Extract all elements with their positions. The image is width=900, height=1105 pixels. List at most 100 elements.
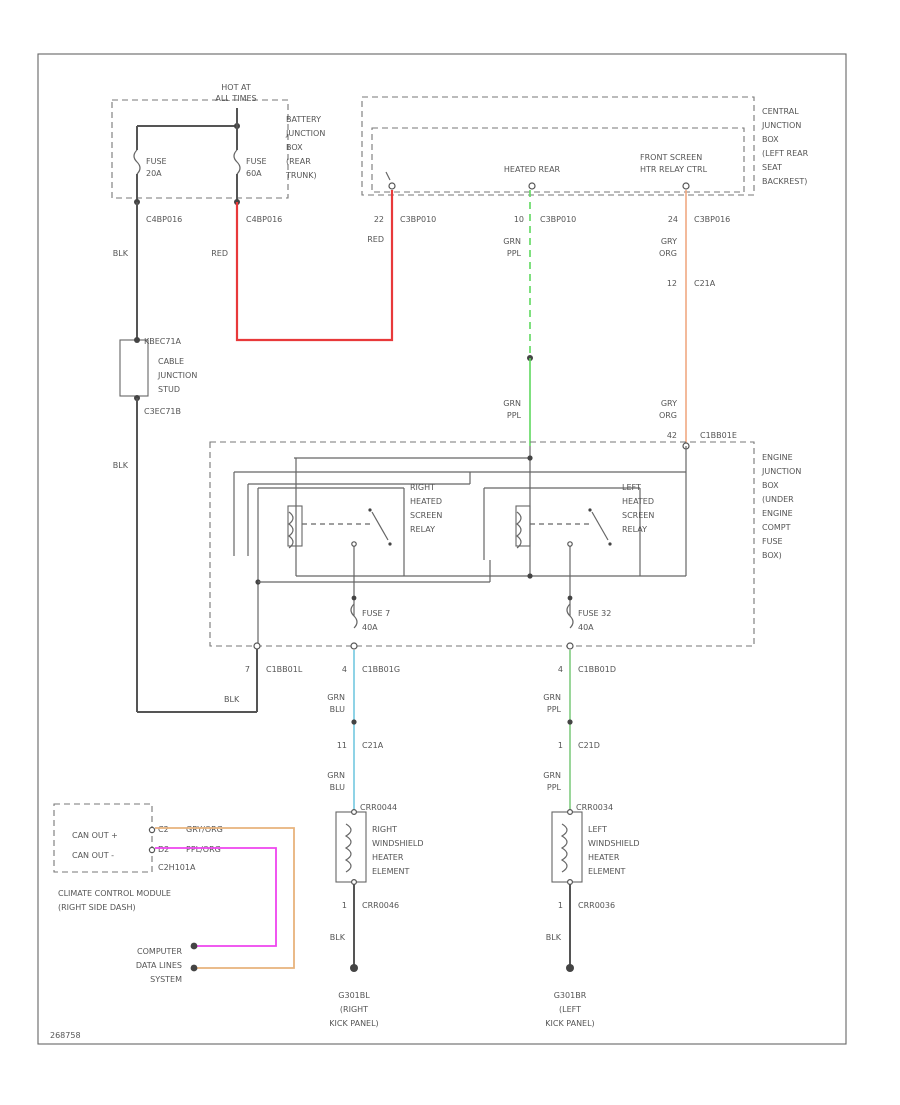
ground-label: KICK PANEL) [329, 1019, 378, 1028]
svg-text:CENTRAL: CENTRAL [762, 107, 799, 116]
wire-color-label: GRN [327, 693, 345, 702]
ground-label: (RIGHT [340, 1005, 368, 1014]
right-windshield-heater-element: CRR0044 RIGHT WINDSHIELD HEATER ELEMENT … [335, 803, 424, 910]
fuse-32: FUSE 32 40A [566, 595, 611, 632]
pin-number: 4 [342, 665, 347, 674]
connector-label: C1BB01G [362, 665, 400, 674]
connector-label: C21A [362, 741, 384, 750]
svg-text:HEATED: HEATED [410, 497, 442, 506]
connector-label: C1BB01D [578, 665, 616, 674]
svg-text:20A: 20A [146, 169, 162, 178]
svg-text:C2H101A: C2H101A [158, 863, 196, 872]
wire-color-label: RED [367, 235, 384, 244]
svg-text:BOX: BOX [762, 135, 779, 144]
wire-color-label: PPL [507, 249, 522, 258]
svg-text:(UNDER: (UNDER [762, 495, 794, 504]
connector-label: C1BB01L [266, 665, 303, 674]
htr-relay-ctrl-label: HTR RELAY CTRL [640, 165, 708, 174]
pin-number: 22 [374, 215, 384, 224]
pin-number: 4 [558, 665, 563, 674]
svg-text:SCREEN: SCREEN [622, 511, 654, 520]
svg-text:BOX): BOX) [762, 551, 782, 560]
svg-text:JUNCTION: JUNCTION [157, 371, 197, 380]
wire-color-label: BLK [113, 249, 129, 258]
svg-text:RIGHT: RIGHT [410, 483, 435, 492]
svg-text:CRR0046: CRR0046 [362, 901, 399, 910]
svg-text:ENGINE: ENGINE [762, 509, 793, 518]
heated-rear-label: HEATED REAR [504, 165, 561, 174]
wire-color-label: PPL [547, 783, 562, 792]
svg-text:LEFT: LEFT [588, 825, 607, 834]
wire-color-label: BLK [546, 933, 562, 942]
pin-number: 1 [558, 741, 563, 750]
svg-text:D2: D2 [158, 845, 169, 854]
battery-box-label: BOX [286, 143, 303, 152]
svg-text:ELEMENT: ELEMENT [372, 867, 410, 876]
svg-text:JUNCTION: JUNCTION [761, 121, 801, 130]
central-junction-box: CENTRAL JUNCTION BOX (LEFT REAR SEAT BAC… [361, 96, 809, 196]
svg-text:PPL/ORG: PPL/ORG [186, 845, 221, 854]
svg-text:CABLE: CABLE [158, 357, 184, 366]
svg-text:CAN OUT +: CAN OUT + [72, 831, 118, 840]
svg-text:WINDSHIELD: WINDSHIELD [372, 839, 424, 848]
connector-label: C3BP010 [540, 215, 576, 224]
right-heated-screen-relay: RIGHT HEATED SCREEN RELAY [287, 458, 442, 616]
wire-color-label: BLK [224, 695, 240, 704]
pin-number: 11 [337, 741, 347, 750]
data-system-label: COMPUTER [137, 947, 182, 956]
svg-text:C2: C2 [158, 825, 169, 834]
fuse-20a: FUSE 20A [133, 126, 167, 202]
svg-text:60A: 60A [246, 169, 262, 178]
svg-text:LEFT: LEFT [622, 483, 641, 492]
wire-color-label: GRY [661, 237, 677, 246]
pin-number: 7 [245, 665, 250, 674]
wire-color-label: GRN [327, 771, 345, 780]
svg-text:40A: 40A [362, 623, 378, 632]
connector-label: C3BP016 [694, 215, 730, 224]
battery-box-label: JUNCTION [285, 129, 325, 138]
wire-color-label: PPL [507, 411, 522, 420]
pin-number: 42 [667, 431, 677, 440]
red-wire [235, 190, 394, 342]
battery-box-label: BATTERY [286, 115, 321, 124]
cable-junction-stud: KBEC71A CABLE JUNCTION STUD C3EC71B [119, 337, 197, 416]
svg-text:KBEC71A: KBEC71A [144, 337, 182, 346]
svg-text:FUSE 7: FUSE 7 [362, 609, 390, 618]
svg-text:RELAY: RELAY [410, 525, 435, 534]
wire-color-label: ORG [659, 249, 677, 258]
svg-text:FUSE 32: FUSE 32 [578, 609, 611, 618]
svg-text:HEATER: HEATER [588, 853, 620, 862]
svg-text:SEAT: SEAT [762, 163, 782, 172]
data-system-label: DATA LINES [136, 961, 182, 970]
connector-label: C21A [694, 279, 716, 288]
ground-label: G301BL [338, 991, 370, 1000]
connector-label: C3BP010 [400, 215, 436, 224]
climate-control-module: CAN OUT + CAN OUT - C2 GRY/ORG D2 PPL/OR… [53, 803, 223, 912]
pin-number: 24 [668, 215, 678, 224]
outer-frame [37, 53, 847, 1045]
ground-point [566, 964, 574, 972]
gry-org-can-wire [155, 827, 295, 969]
svg-text:ELEMENT: ELEMENT [588, 867, 626, 876]
pin-number: 12 [667, 279, 677, 288]
svg-text:GRY/ORG: GRY/ORG [186, 825, 223, 834]
svg-text:1: 1 [558, 901, 563, 910]
front-screen-label: FRONT SCREEN [640, 153, 702, 162]
ppl-org-can-wire [155, 847, 277, 947]
fuse-a-connector: C4BP016 [146, 215, 182, 224]
svg-text:WINDSHIELD: WINDSHIELD [588, 839, 640, 848]
fuse-b-connector: C4BP016 [246, 215, 282, 224]
svg-text:FUSE: FUSE [246, 157, 267, 166]
svg-text:HEATED: HEATED [622, 497, 654, 506]
svg-text:JUNCTION: JUNCTION [761, 467, 801, 476]
wire-color-label: BLK [330, 933, 346, 942]
battery-box-label: TRUNK) [285, 171, 317, 180]
svg-text:COMPT: COMPT [762, 523, 791, 532]
svg-text:BACKREST): BACKREST) [762, 177, 807, 186]
data-system-label: SYSTEM [150, 975, 182, 984]
svg-text:STUD: STUD [158, 385, 180, 394]
wire-color-label: GRY [661, 399, 677, 408]
svg-text:BOX: BOX [762, 481, 779, 490]
ground-label: G301BR [554, 991, 587, 1000]
